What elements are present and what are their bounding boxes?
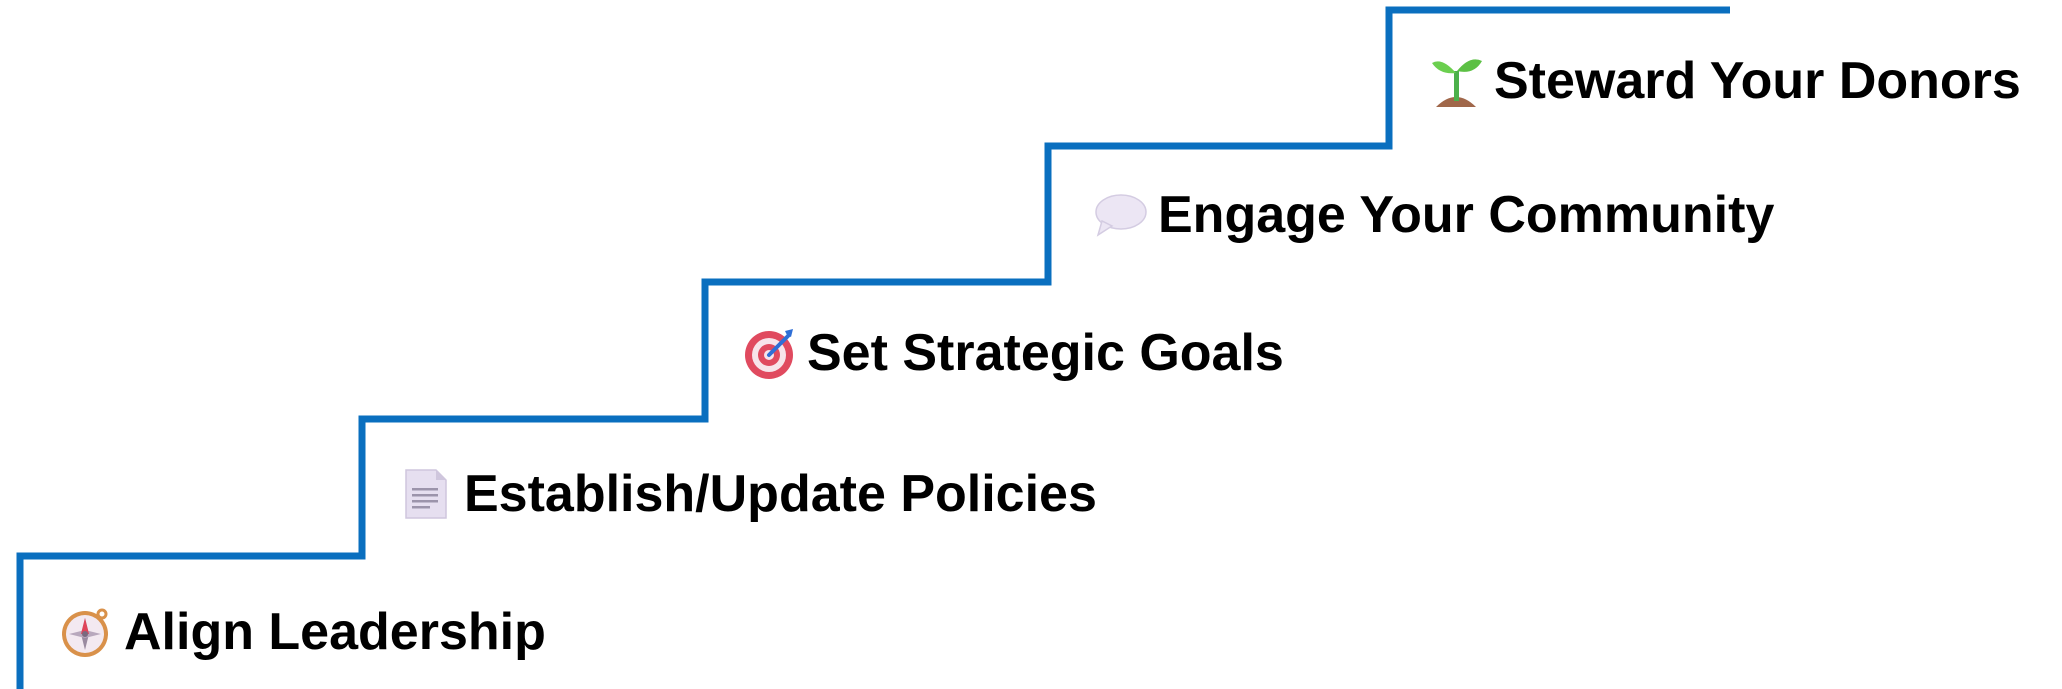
step-label: Steward Your Donors [1494,52,2021,110]
step-engage-your-community: Engage Your Community [1092,180,1774,250]
step-label: Engage Your Community [1158,186,1775,244]
step-label: Establish/Update Policies [464,465,1097,523]
step-label: Set Strategic Goals [807,324,1284,382]
step-set-strategic-goals: Set Strategic Goals [741,318,1284,388]
document-icon [398,466,454,522]
compass-icon [58,604,114,660]
step-label: Align Leadership [124,603,546,661]
target-icon [741,325,797,381]
step-steward-your-donors: Steward Your Donors [1428,46,2021,116]
seedling-icon [1428,53,1484,109]
speech-bubble-icon [1092,187,1148,243]
step-establish-update-policies: Establish/Update Policies [398,459,1097,529]
step-align-leadership: Align Leadership [58,597,546,667]
staircase-path [16,6,1730,689]
